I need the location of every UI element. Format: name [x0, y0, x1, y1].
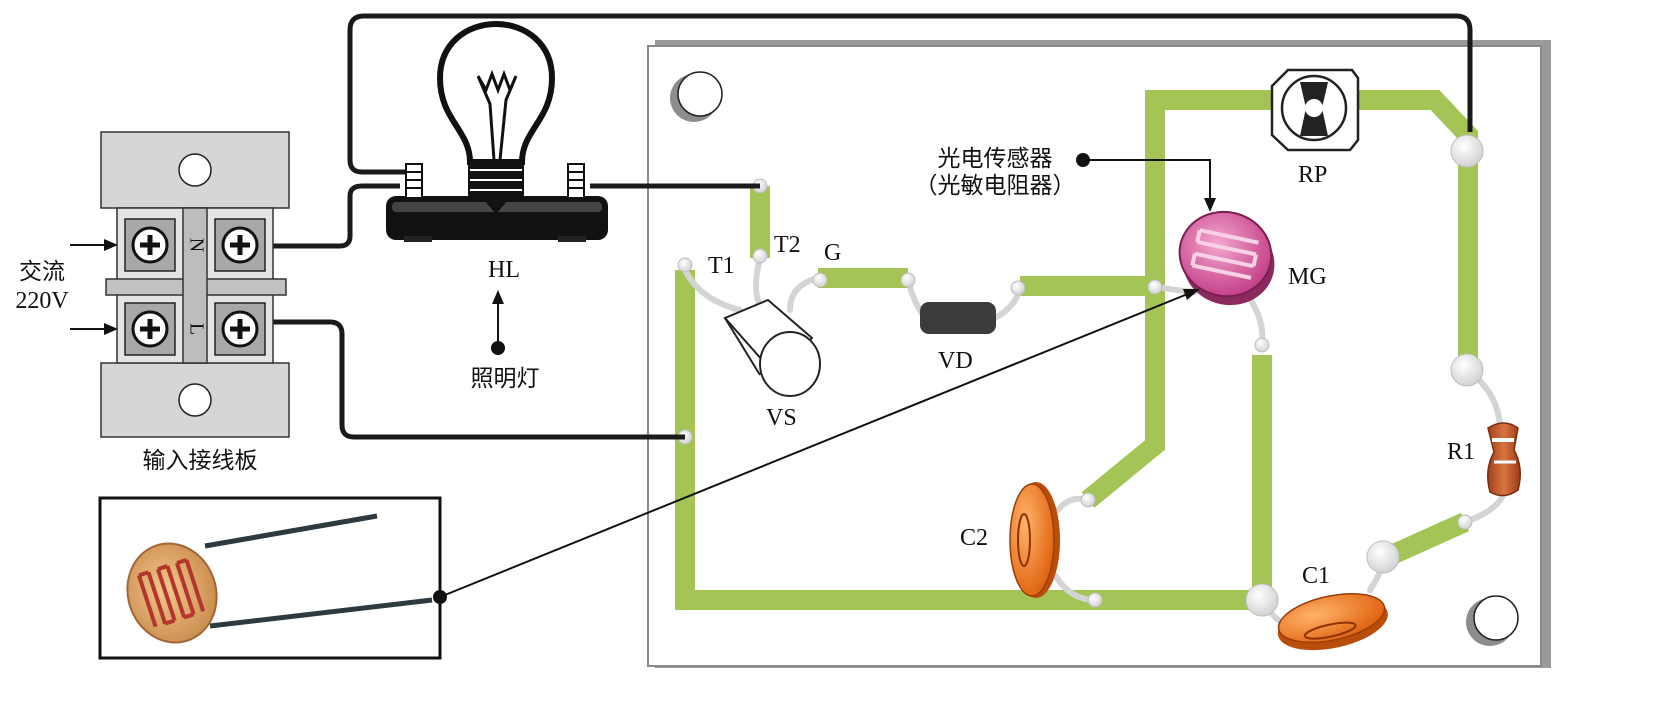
resistor-r1 — [1487, 422, 1521, 497]
label-vs: VS — [766, 405, 797, 431]
label-c2: C2 — [960, 525, 988, 551]
terminal-top-hole — [178, 153, 212, 187]
capacitor-c1 — [1277, 593, 1388, 651]
input-label-line2: 220V — [15, 288, 69, 314]
terminal-screw-n-right — [214, 218, 266, 272]
input-label-line1: 交流 — [19, 259, 65, 285]
label-mg: MG — [1288, 264, 1327, 290]
wire-lamp-top-loop — [347, 13, 1473, 175]
label-t1: T1 — [708, 253, 735, 279]
pointer-sensor-caption — [1083, 159, 1211, 200]
wires — [272, 13, 1473, 440]
lamp-bulb — [436, 20, 556, 165]
sensor-caption-line1: 光电传感器 — [938, 146, 1053, 172]
lamp-filament — [476, 69, 518, 161]
lamp-hl — [386, 20, 608, 242]
mounting-hole-bottom-right — [1466, 595, 1519, 646]
trace-vertical-center — [1081, 100, 1165, 508]
labels: 交流 220V 输入接线板 HL 照明灯 光电传感器 （光敏电阻器） T1 T2… — [15, 146, 1475, 589]
input-arrows — [70, 239, 118, 335]
sensor-caption-line2: （光敏电阻器） — [915, 173, 1076, 199]
wire-n-to-lamp — [272, 183, 400, 249]
pcb-board — [647, 40, 1551, 668]
terminal-n-mark: N — [185, 238, 207, 252]
solder-pads — [677, 134, 1484, 617]
photoresistor-mg — [1178, 210, 1275, 306]
terminal-screw-l-left — [124, 302, 176, 356]
label-vd: VD — [938, 348, 973, 374]
label-t2: T2 — [774, 232, 801, 258]
label-g: G — [824, 240, 841, 266]
triac-vs — [723, 298, 821, 397]
lamp-screw-base — [468, 160, 524, 214]
lamp-screw-right — [567, 163, 585, 199]
mounting-hole-top-left — [670, 71, 723, 122]
terminal-caption: 输入接线板 — [143, 448, 258, 474]
photoresistor-photo-inset — [98, 496, 442, 660]
lamp-caption: 照明灯 — [471, 366, 540, 392]
diode-vd — [920, 302, 996, 334]
photoresistor-photo-body — [126, 542, 218, 644]
terminal-screw-n-left — [124, 218, 176, 272]
terminal-l-mark: L — [185, 323, 207, 335]
potentiometer-rp — [1270, 68, 1360, 152]
pointer-inset-to-mg — [439, 292, 1191, 598]
label-rp: RP — [1298, 162, 1327, 188]
lamp-code-label: HL — [488, 257, 520, 283]
terminal-bottom-hole — [178, 383, 212, 417]
wire-l-to-board — [272, 319, 685, 440]
terminal-screw-l-right — [214, 302, 266, 356]
capacitor-c2 — [1009, 482, 1060, 598]
label-c1: C1 — [1302, 563, 1330, 589]
label-r1: R1 — [1447, 439, 1475, 465]
terminal-block: N L — [100, 131, 290, 438]
terminal-center-strip — [182, 207, 208, 364]
pointers — [433, 153, 1216, 604]
lamp-screw-left — [405, 163, 423, 199]
